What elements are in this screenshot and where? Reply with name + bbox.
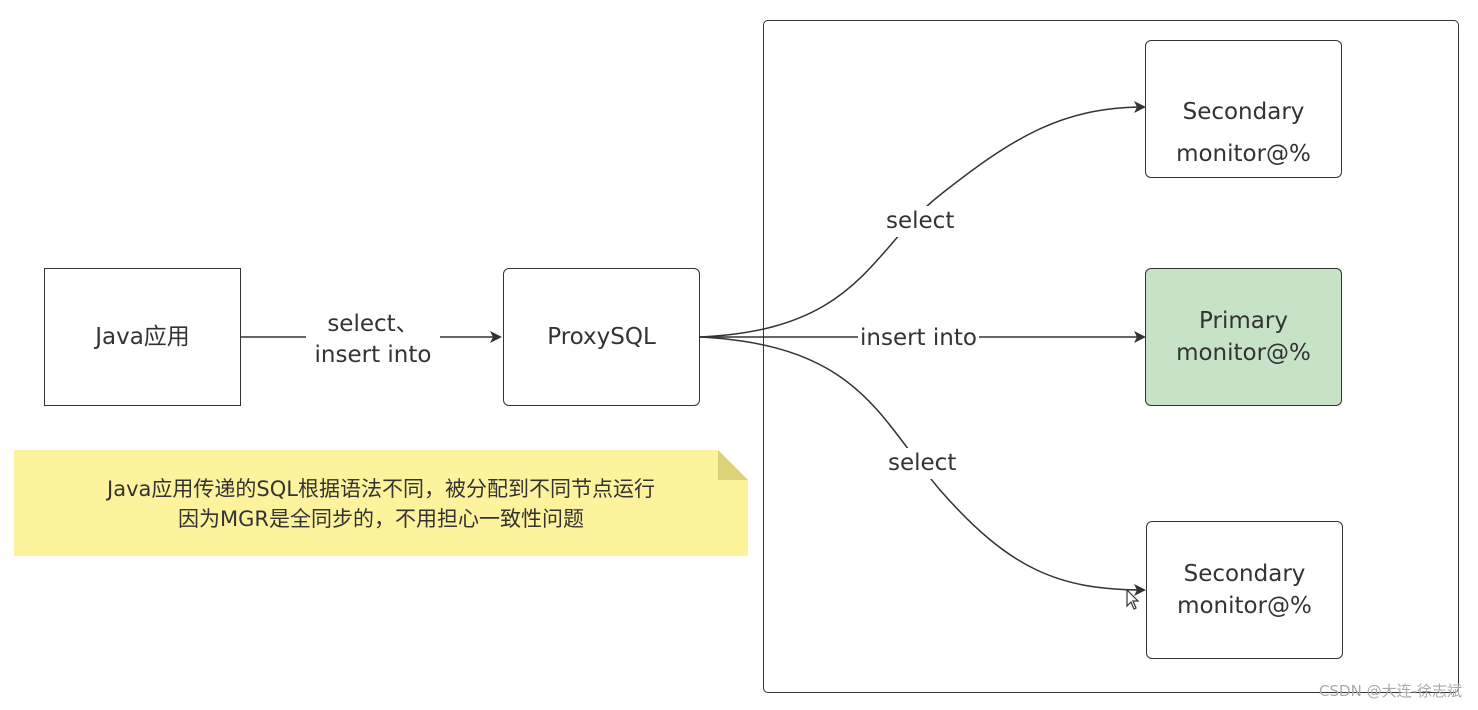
mgr-cluster-container: [763, 20, 1459, 693]
edge-label-java-line2: insert into: [314, 342, 432, 368]
primary-role: Primary: [1199, 308, 1288, 334]
secondary-top-role: Secondary: [1182, 99, 1305, 125]
edge-label-java-to-proxysql: select、 insert into: [306, 309, 440, 371]
watermark: CSDN @大连-徐志斌: [1319, 682, 1462, 700]
java-app-label: Java应用: [95, 324, 190, 350]
edge-label-secondary-bottom: select: [886, 448, 959, 479]
secondary-top-user: monitor@%: [1176, 141, 1311, 167]
proxysql-node: ProxySQL: [503, 268, 700, 406]
edge-label-secondary-top: select: [884, 206, 957, 237]
mouse-cursor-icon: [1126, 589, 1140, 610]
java-app-node: Java应用: [44, 268, 241, 406]
secondary-bottom-node: Secondary monitor@%: [1146, 521, 1343, 659]
sticky-note: [14, 450, 748, 556]
primary-node: Primary monitor@%: [1145, 268, 1342, 406]
secondary-bottom-user: monitor@%: [1177, 593, 1312, 619]
edge-proxysql-to-secondary-bottom: [699, 336, 1146, 596]
secondary-bottom-role: Secondary: [1183, 561, 1306, 587]
proxysql-label: ProxySQL: [547, 324, 656, 350]
edge-proxysql-to-secondary-top: [699, 101, 1146, 338]
secondary-top-node: Secondary monitor@%: [1145, 40, 1342, 178]
edge-label-primary: insert into: [858, 323, 979, 354]
note-text: Java应用传递的SQL根据语法不同，被分配到不同节点运行 因为MGR是全同步的…: [14, 474, 748, 534]
note-line-2: 因为MGR是全同步的，不用担心一致性问题: [178, 507, 584, 531]
note-line-1: Java应用传递的SQL根据语法不同，被分配到不同节点运行: [107, 477, 655, 501]
primary-user: monitor@%: [1176, 340, 1311, 366]
edge-label-java-line1: select、: [327, 311, 419, 337]
